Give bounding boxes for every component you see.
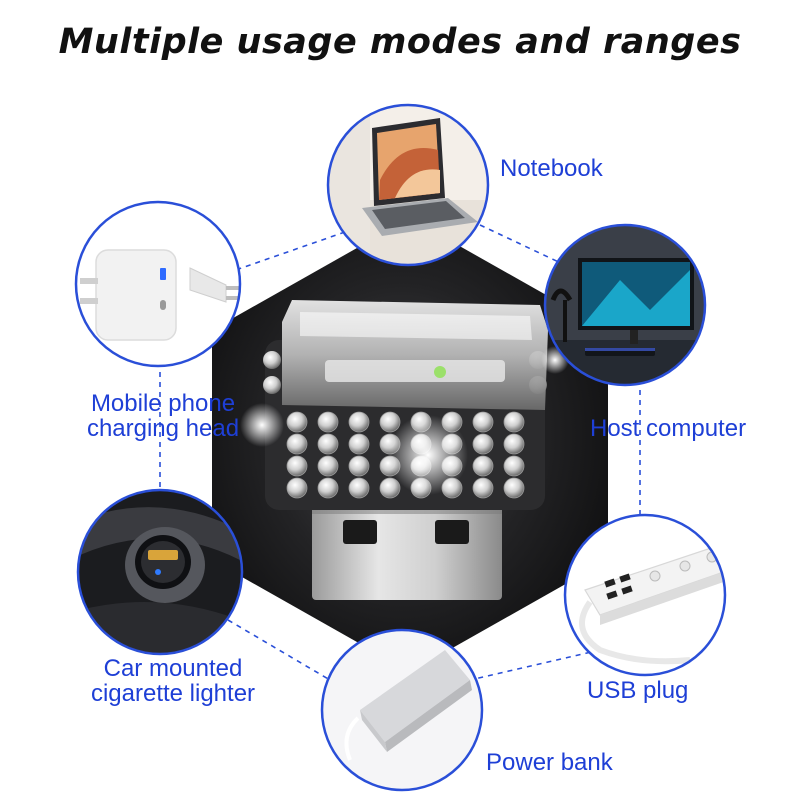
rhinestone	[286, 455, 308, 477]
rhinestone	[503, 433, 525, 455]
rhinestone	[348, 455, 370, 477]
host-computer-label: Host computer	[590, 415, 747, 442]
rhinestone	[286, 411, 308, 433]
rhinestone	[263, 351, 281, 369]
rhinestone	[263, 376, 281, 394]
crystal-usb-light	[240, 300, 569, 600]
rhinestone	[348, 433, 370, 455]
rhinestone	[317, 433, 339, 455]
rhinestone	[317, 477, 339, 499]
car-lighter-label: Car mounted cigarette lighter	[58, 656, 288, 706]
rhinestone	[286, 433, 308, 455]
rhinestone	[379, 477, 401, 499]
car-lighter-label-line-1: Car mounted	[103, 655, 243, 682]
rhinestone	[348, 477, 370, 499]
rhinestone	[317, 455, 339, 477]
phone-charger-label-line-1: Mobile phone	[90, 390, 236, 417]
notebook-photo	[326, 103, 490, 267]
rhinestone	[503, 411, 525, 433]
rhinestone	[286, 477, 308, 499]
rhinestone	[317, 411, 339, 433]
rhinestone	[472, 477, 494, 499]
phone-charger-label: Mobile phone charging head	[58, 391, 268, 441]
car-charger-photo	[76, 488, 244, 656]
power-bank-photo	[320, 628, 484, 792]
usb-plug-label: USB plug	[587, 677, 689, 704]
page-title: Multiple usage modes and ranges	[58, 22, 742, 62]
phone-charger-label-line-2: charging head	[86, 415, 240, 442]
rhinestone	[503, 455, 525, 477]
power-bank-label: Power bank	[486, 749, 613, 776]
rhinestone	[379, 411, 401, 433]
phone-charger-photo	[74, 200, 242, 368]
rhinestone	[472, 433, 494, 455]
rhinestone	[472, 455, 494, 477]
host-computer-photo	[543, 223, 707, 387]
dashed-connector-lines	[159, 224, 641, 681]
usb-plug-photo	[563, 513, 727, 677]
notebook-label: Notebook	[500, 155, 603, 182]
rhinestone	[503, 477, 525, 499]
car-lighter-label-line-2: cigarette lighter	[90, 680, 256, 707]
rhinestone	[472, 411, 494, 433]
rhinestone	[348, 411, 370, 433]
